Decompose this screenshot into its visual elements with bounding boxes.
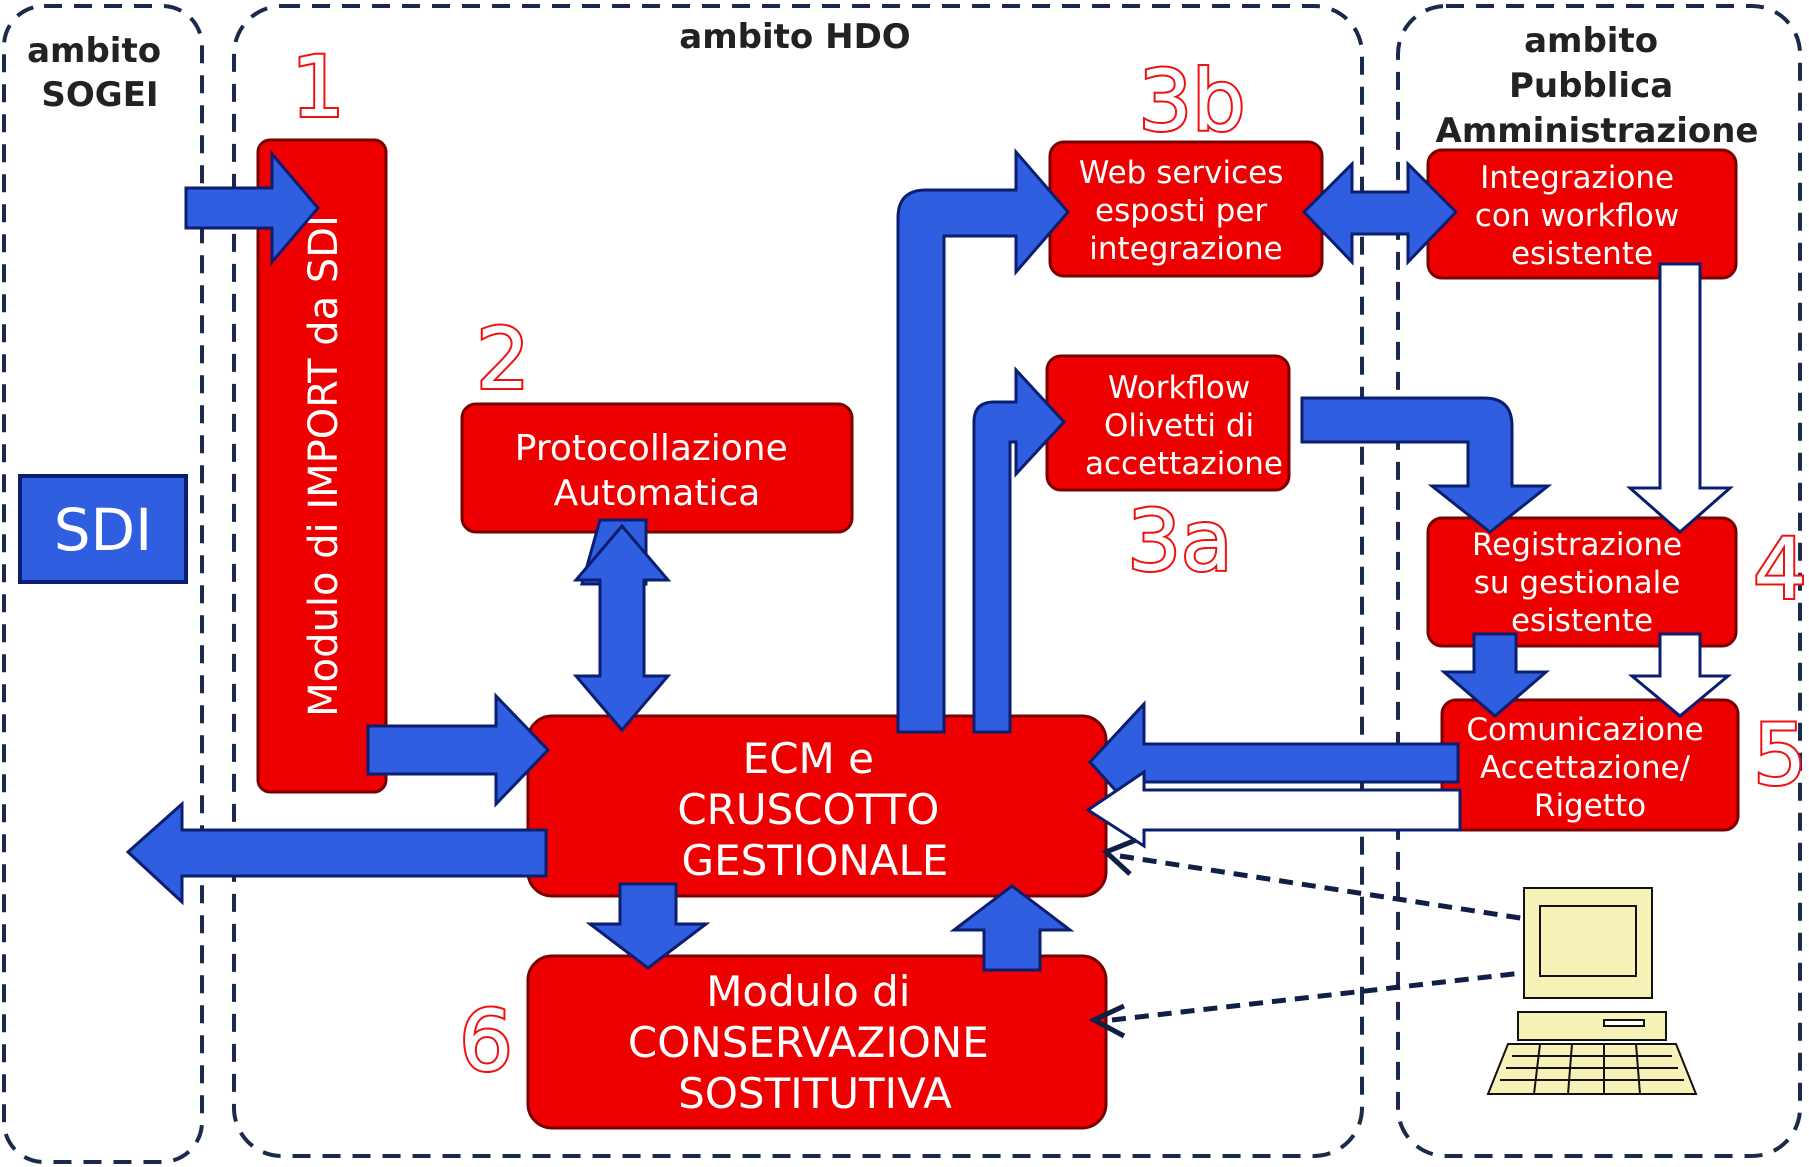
- step-4: 4: [1753, 520, 1806, 618]
- comunicazione-label: Comunicazione Accettazione/ Rigetto: [1466, 712, 1713, 824]
- step-5: 5: [1753, 706, 1806, 804]
- arrow-ecm-to-sdi: [125, 800, 548, 906]
- dashed-conservazione-computer: [1111, 967, 1549, 1023]
- sdi-label: SDI: [54, 496, 153, 564]
- step-2: 2: [476, 310, 529, 408]
- protocollazione-box: [460, 402, 854, 534]
- integrazione-label: Integrazione con workflow esistente: [1475, 160, 1689, 272]
- protocollazione-label: Protocollazione Automatica: [515, 428, 799, 514]
- arrow-webservices-integrazione: [1301, 160, 1459, 266]
- zone-pa: [1396, 4, 1802, 1158]
- step-3b: 3b: [1139, 52, 1246, 150]
- arrow-protocollazione-ecm: [572, 523, 672, 733]
- zone-hdo-title: ambito HDO: [679, 17, 910, 57]
- step-3a: 3a: [1128, 492, 1233, 590]
- zone-sogei-title: ambito SOGEI: [27, 31, 173, 115]
- conservazione-label: Modulo di CONSERVAZIONE SOSTITUTIVA: [628, 967, 1002, 1118]
- ecm-label: ECM e CRUSCOTTO GESTIONALE: [677, 734, 952, 885]
- arrow-conservazione-to-ecm: [949, 884, 1075, 972]
- conservazione-box: [526, 954, 1108, 1130]
- dashed-conservazione-arrowhead: [1088, 1003, 1126, 1039]
- arrow-integrazione-to-registrazione: [1626, 262, 1734, 534]
- dashed-ecm-arrowhead: [1101, 837, 1137, 876]
- arrow-ecm-to-conservazione: [585, 882, 711, 970]
- registrazione-label: Registrazione su gestionale esistente: [1472, 527, 1692, 639]
- arrow-ecm-to-workflow: [972, 366, 1067, 734]
- zone-hdo: [232, 4, 1364, 1158]
- arrow-registrazione-to-comunicazione: [1439, 632, 1551, 718]
- arrow-comunicazione-to-ecm-outline: [1085, 769, 1462, 849]
- import-module-label: Modulo di IMPORT da SDI: [301, 215, 347, 717]
- import-module-box: [256, 138, 388, 794]
- arrow-ecm-to-webservices: [896, 147, 1070, 734]
- step-1: 1: [291, 38, 344, 136]
- webservices-label: Web services esposti per integrazione: [1079, 155, 1294, 267]
- registrazione-box: [1426, 516, 1738, 648]
- computer-icon: [1486, 887, 1698, 1095]
- arrow-registrazione-to-comunicazione-outline: [1627, 632, 1733, 718]
- zone-pa-title: ambito Pubblica Amministrazione: [1436, 21, 1759, 151]
- step-6: 6: [459, 992, 512, 1090]
- workflow-label: Workflow Olivetti di accettazione: [1085, 370, 1283, 482]
- arrow-workflow-to-registrazione: [1300, 396, 1553, 534]
- sdi-box: SDI: [18, 474, 188, 584]
- dashed-ecm-computer: [1119, 853, 1547, 925]
- arrow-import-to-ecm: [366, 692, 551, 808]
- arrow-sdi-to-import: [184, 149, 320, 267]
